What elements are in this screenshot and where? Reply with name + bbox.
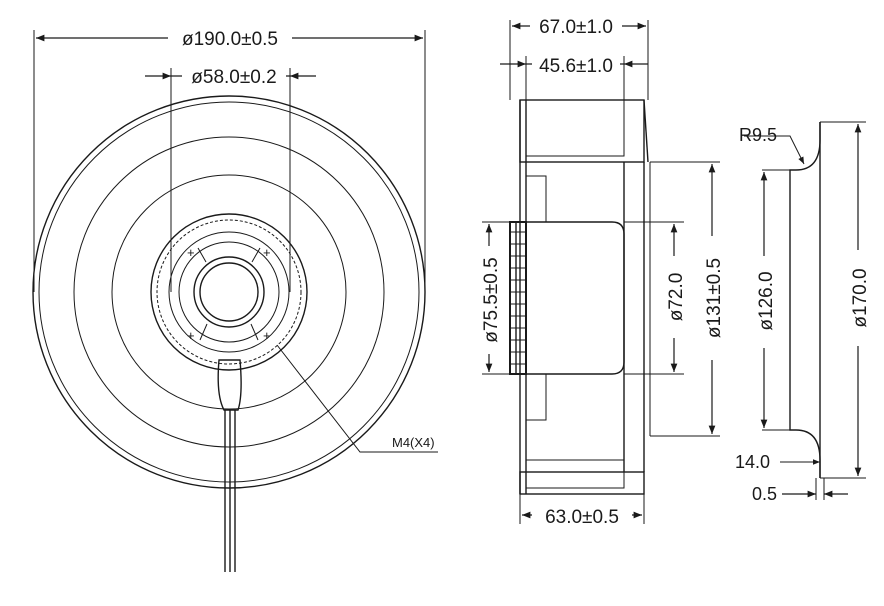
motor-body — [515, 221, 625, 375]
label-bg — [477, 246, 501, 354]
inlet-ring-profile — [789, 122, 821, 478]
ring-outer-diameter-label: ø170.0 — [850, 268, 871, 327]
label-bg — [168, 24, 292, 48]
screw-callout-label: M4(X4) — [392, 435, 435, 450]
hub-spoke — [197, 247, 207, 263]
hub-spoke — [199, 323, 208, 341]
cable-gland — [217, 359, 242, 411]
outer-housing-circle — [32, 95, 426, 489]
thickness-label: 0.5 — [752, 484, 777, 504]
outer-housing-circle-inner — [38, 101, 420, 483]
radius-leader-line — [744, 135, 805, 165]
label-bg — [662, 256, 686, 338]
shaft-outer-circle — [193, 256, 265, 328]
blade-outline — [526, 175, 547, 222]
flange-height-label: 14.0 — [735, 452, 770, 472]
radius-label: R9.5 — [739, 125, 777, 145]
bottom-housing-plate — [519, 471, 645, 495]
label-bg — [532, 503, 632, 527]
blade-outline — [526, 374, 547, 421]
motor-diameter-label: ø75.5±0.5 — [481, 257, 502, 342]
impeller-diameter-label: ø131±0.5 — [704, 258, 725, 338]
hub-spoke — [251, 247, 261, 263]
label-bg — [532, 52, 620, 76]
impeller-ring-2 — [111, 174, 347, 410]
inlet-ring-view: R9.5 ø126.0 ø170.0 14.0 0.5 — [735, 121, 871, 504]
hub-mid-circle — [168, 231, 290, 353]
label-bg — [752, 256, 776, 348]
base-depth-label: 63.0±0.5 — [545, 507, 619, 528]
impeller-ring-1 — [73, 136, 385, 448]
label-bg — [700, 236, 724, 360]
top-housing-inner — [525, 99, 625, 157]
side-view: 67.0±1.0 45.6±1.0 63.0±0.5 ø75.5±0.5 ø72… — [477, 13, 725, 528]
housing-edge — [643, 99, 649, 163]
motor-fin-lines — [510, 231, 526, 365]
label-bg — [530, 13, 622, 37]
top-housing-plate — [519, 99, 645, 163]
hub-outer-circle — [150, 213, 308, 371]
bottom-housing-inner — [525, 459, 625, 489]
blade-depth-label: 45.6±1.0 — [539, 56, 613, 77]
inlet-diameter-label: ø126.0 — [756, 271, 777, 330]
hub-gear-circle — [156, 219, 302, 365]
hub-spoke — [250, 323, 259, 341]
screw-mark: + — [187, 245, 195, 260]
outer-diameter-label: ø190.0±0.5 — [182, 29, 278, 50]
hub-label-circle — [178, 241, 280, 343]
screw-mark: + — [263, 245, 271, 260]
screw-leader-line — [276, 344, 438, 453]
motor-fins — [509, 221, 527, 375]
shaft-inner-circle — [199, 262, 259, 322]
inner-ring-diameter-label: ø72.0 — [666, 273, 687, 322]
overall-depth-label: 67.0±1.0 — [539, 17, 613, 38]
screw-mark: + — [263, 328, 271, 343]
front-view: + + + + ø190.0±0.5 ø58.0±0.2 M4(X4) — [32, 24, 438, 572]
label-bg — [182, 63, 286, 87]
screw-mark: + — [187, 328, 195, 343]
label-bg — [846, 250, 870, 346]
hub-diameter-label: ø58.0±0.2 — [191, 67, 276, 88]
